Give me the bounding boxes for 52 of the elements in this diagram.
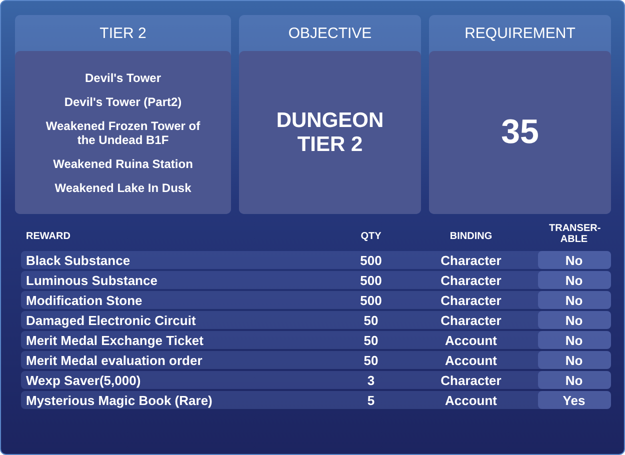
- transferable-value: No: [565, 333, 583, 348]
- objective-text: DUNGEON TIER 2: [275, 108, 385, 156]
- panel: [239, 15, 421, 214]
- header-text: REWARD: [26, 231, 70, 242]
- list-item: Weakened Lake In Dusk: [54, 180, 192, 194]
- binding-value: Character: [440, 253, 502, 268]
- reward-name: Damaged Electronic Circuit: [26, 313, 196, 328]
- header-text: BINDING: [450, 231, 492, 242]
- reward-name: Black Substance: [26, 253, 130, 268]
- transferable-value: No: [565, 253, 583, 268]
- list-item: Weakened Frozen Tower of the Undead B1F: [44, 118, 202, 146]
- binding-value: Account: [445, 353, 497, 368]
- binding-value: Character: [440, 293, 502, 308]
- transferable-value: No: [565, 313, 583, 328]
- header-text: QTY: [360, 231, 382, 242]
- quantity-value: 50: [364, 333, 378, 348]
- reward-name: Merit Medal Exchange Ticket: [26, 333, 204, 348]
- list-item: Devil's Tower: [84, 70, 162, 84]
- quantity-value: 500: [360, 293, 382, 308]
- transferable-value: Yes: [562, 393, 586, 408]
- requirement-value: 35: [501, 113, 539, 152]
- quantity-value: 3: [367, 373, 375, 388]
- quantity-value: 500: [360, 273, 382, 288]
- quantity-value: 50: [364, 353, 378, 368]
- list-item: Devil's Tower (Part2): [63, 94, 183, 108]
- reward-name: Luminous Substance: [26, 273, 158, 288]
- reward-name: Merit Medal evaluation order: [26, 353, 202, 368]
- panel-heading: TIER 2: [98, 24, 148, 44]
- panel-body: [429, 51, 611, 214]
- binding-value: Account: [445, 333, 497, 348]
- reward-name: Modification Stone: [26, 293, 142, 308]
- reward-name: Wexp Saver(5,000): [26, 373, 141, 388]
- quantity-value: 500: [360, 253, 382, 268]
- binding-value: Character: [440, 313, 502, 328]
- reward-name: Mysterious Magic Book (Rare): [26, 393, 212, 408]
- quantity-value: 5: [367, 393, 375, 408]
- transferable-value: No: [565, 373, 583, 388]
- binding-value: Character: [440, 373, 502, 388]
- binding-value: Character: [440, 273, 502, 288]
- header-text: TRANSER- ABLE: [549, 223, 599, 245]
- panel-body: [15, 51, 231, 214]
- transferable-value: No: [565, 273, 583, 288]
- panel-body: [239, 51, 421, 214]
- panel: [429, 15, 611, 214]
- binding-value: Account: [445, 393, 497, 408]
- transferable-value: No: [565, 353, 583, 368]
- transferable-value: No: [565, 293, 583, 308]
- panel: [15, 15, 231, 214]
- list-item: Weakened Ruina Station: [52, 156, 194, 170]
- quantity-value: 50: [364, 313, 378, 328]
- panel-heading: REQUIREMENT: [464, 24, 576, 44]
- panel-heading: OBJECTIVE: [287, 24, 373, 44]
